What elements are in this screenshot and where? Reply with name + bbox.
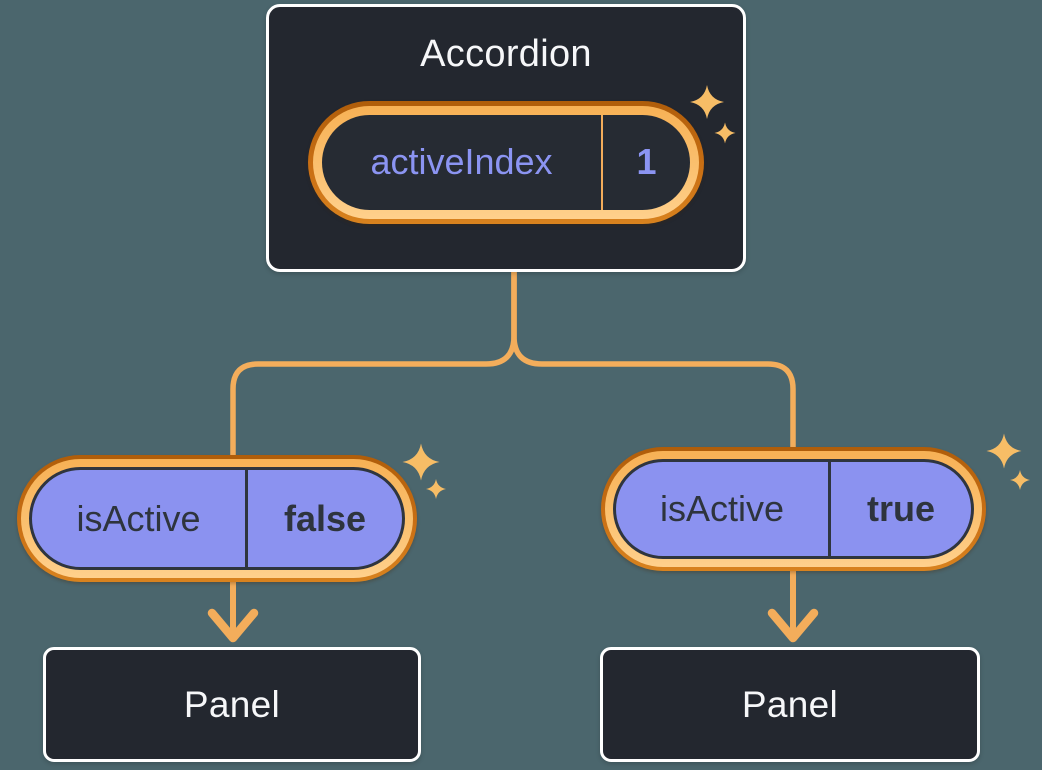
down-arrow-icon xyxy=(767,566,819,643)
prop-pill-body: isActive false xyxy=(29,467,405,570)
prop-pill-value: true xyxy=(866,488,935,529)
prop-pill-label: isActive xyxy=(659,488,785,529)
prop-pill-left: isActive false xyxy=(17,455,417,582)
panel-title: Panel xyxy=(741,683,839,725)
prop-pill-inner-ring: isActive false xyxy=(21,459,413,578)
state-pill-inner-ring: activeIndex 1 xyxy=(313,105,699,219)
down-arrow-icon xyxy=(207,578,259,643)
prop-pill-value: false xyxy=(283,497,367,539)
prop-pill-outer-ring: isActive true xyxy=(601,447,986,571)
accordion-node: Accordion activeIndex 1 xyxy=(266,4,746,272)
state-pill-value: 1 xyxy=(636,141,657,183)
pill-divider xyxy=(245,470,248,567)
prop-pill-body: isActive true xyxy=(613,459,974,559)
panel-title: Panel xyxy=(183,683,281,725)
accordion-title: Accordion xyxy=(420,33,592,75)
prop-pill-right: isActive true xyxy=(601,447,986,571)
panel-node-right: Panel xyxy=(600,647,980,762)
state-pill-outer-ring: activeIndex 1 xyxy=(308,100,704,224)
prop-pill-label: isActive xyxy=(76,497,201,539)
pill-divider xyxy=(601,114,603,210)
state-pill-body: activeIndex 1 xyxy=(322,114,690,210)
prop-pill-outer-ring: isActive false xyxy=(17,455,417,582)
connector-fork xyxy=(230,267,796,461)
prop-pill-inner-ring: isActive true xyxy=(605,451,982,567)
panel-node-left: Panel xyxy=(43,647,421,762)
state-pill-label: activeIndex xyxy=(370,141,553,183)
pill-divider xyxy=(828,462,831,556)
state-pill: activeIndex 1 xyxy=(308,100,704,224)
